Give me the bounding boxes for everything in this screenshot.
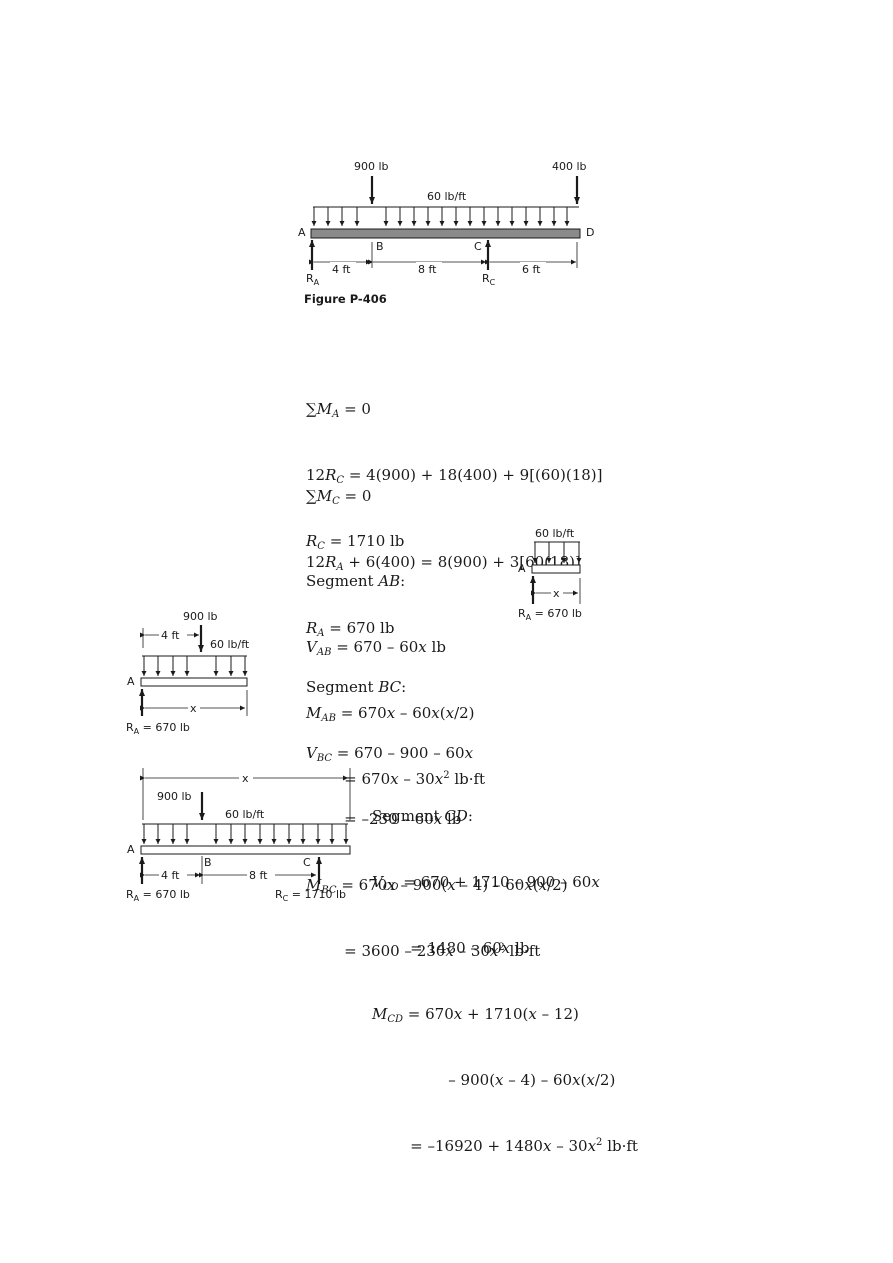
figure-p406: 900 lb 400 lb 60 lb/ft A D B C RA RC	[298, 160, 594, 287]
load-400-label: 400 lb	[552, 160, 587, 173]
segment-cd-figure: x 900 lb 60 lb/ft A B C 4 ft 8 ft RA = 6…	[126, 768, 351, 903]
segment-ab-figure: 60 lb/ft A x RA = 670 lb	[518, 527, 582, 622]
segment-ab-beam	[531, 564, 581, 574]
segment-ab-equations: Segment AB: VAB = 670 – 60x lb MAB = 670…	[306, 572, 486, 788]
segment-cd-beam	[140, 845, 351, 855]
segment-ab-load-label: 60 lb/ft	[535, 527, 575, 540]
beam	[310, 228, 581, 239]
segment-cd-reaction-a-label: RA = 670 lb	[126, 888, 190, 903]
reaction-c-label: RC	[482, 272, 496, 287]
dim-8ft: 8 ft	[418, 263, 437, 276]
segment-bc-load-label: 60 lb/ft	[210, 638, 250, 651]
segment-cd-point-c: C	[303, 856, 311, 869]
segment-cd-point-b: B	[204, 856, 212, 869]
segment-cd-load-arrows	[141, 824, 349, 844]
segment-cd-load-label: 60 lb/ft	[225, 808, 265, 821]
segment-cd-x-label: x	[242, 772, 249, 785]
segment-bc-load-arrows	[141, 656, 248, 676]
segment-bc-beam	[140, 677, 248, 687]
segment-cd-point-a: A	[127, 843, 135, 856]
segment-ab-load-arrows	[532, 542, 582, 563]
figure-caption: Figure P-406	[304, 292, 387, 306]
segment-cd-4ft-label: 4 ft	[161, 869, 180, 882]
point-d-label: D	[586, 226, 594, 239]
point-b-label: B	[376, 240, 384, 253]
segment-bc-reaction-label: RA = 670 lb	[126, 721, 190, 736]
segment-bc-4ft-label: 4 ft	[161, 629, 180, 642]
distributed-load-arrows	[311, 207, 570, 226]
segment-cd-8ft-label: 8 ft	[249, 869, 268, 882]
point-c-label: C	[474, 240, 482, 253]
moment-a-equations: ∑MA = 0 12RC = 4(900) + 18(400) + 9[(60)…	[306, 400, 603, 552]
load-900-label: 900 lb	[354, 160, 389, 173]
dim-6ft: 6 ft	[522, 263, 541, 276]
segment-ab-x-label: x	[553, 587, 560, 600]
segment-bc-equations: Segment BC: VBC = 670 – 900 – 60x = –230…	[306, 678, 568, 960]
reaction-a-label: RA	[306, 272, 320, 287]
distributed-load-label: 60 lb/ft	[427, 190, 467, 203]
segment-ab-point-a: A	[518, 562, 526, 575]
segment-cd-reaction-c-label: RC = 1710 lb	[275, 888, 346, 903]
segment-bc-x-label: x	[190, 702, 197, 715]
segment-ab-reaction-label: RA = 670 lb	[518, 607, 582, 622]
segment-cd-900-label: 900 lb	[157, 790, 192, 803]
segment-bc-900-label: 900 lb	[183, 610, 218, 623]
segment-bc-figure: 900 lb 4 ft 60 lb/ft A x RA = 670 lb	[126, 610, 250, 736]
point-a-label: A	[298, 226, 306, 239]
dim-4ft: 4 ft	[332, 263, 351, 276]
segment-cd-equations: Segment CD: VCD = 670 + 1710 – 900 – 60x…	[372, 807, 638, 1155]
segment-bc-point-a: A	[127, 675, 135, 688]
